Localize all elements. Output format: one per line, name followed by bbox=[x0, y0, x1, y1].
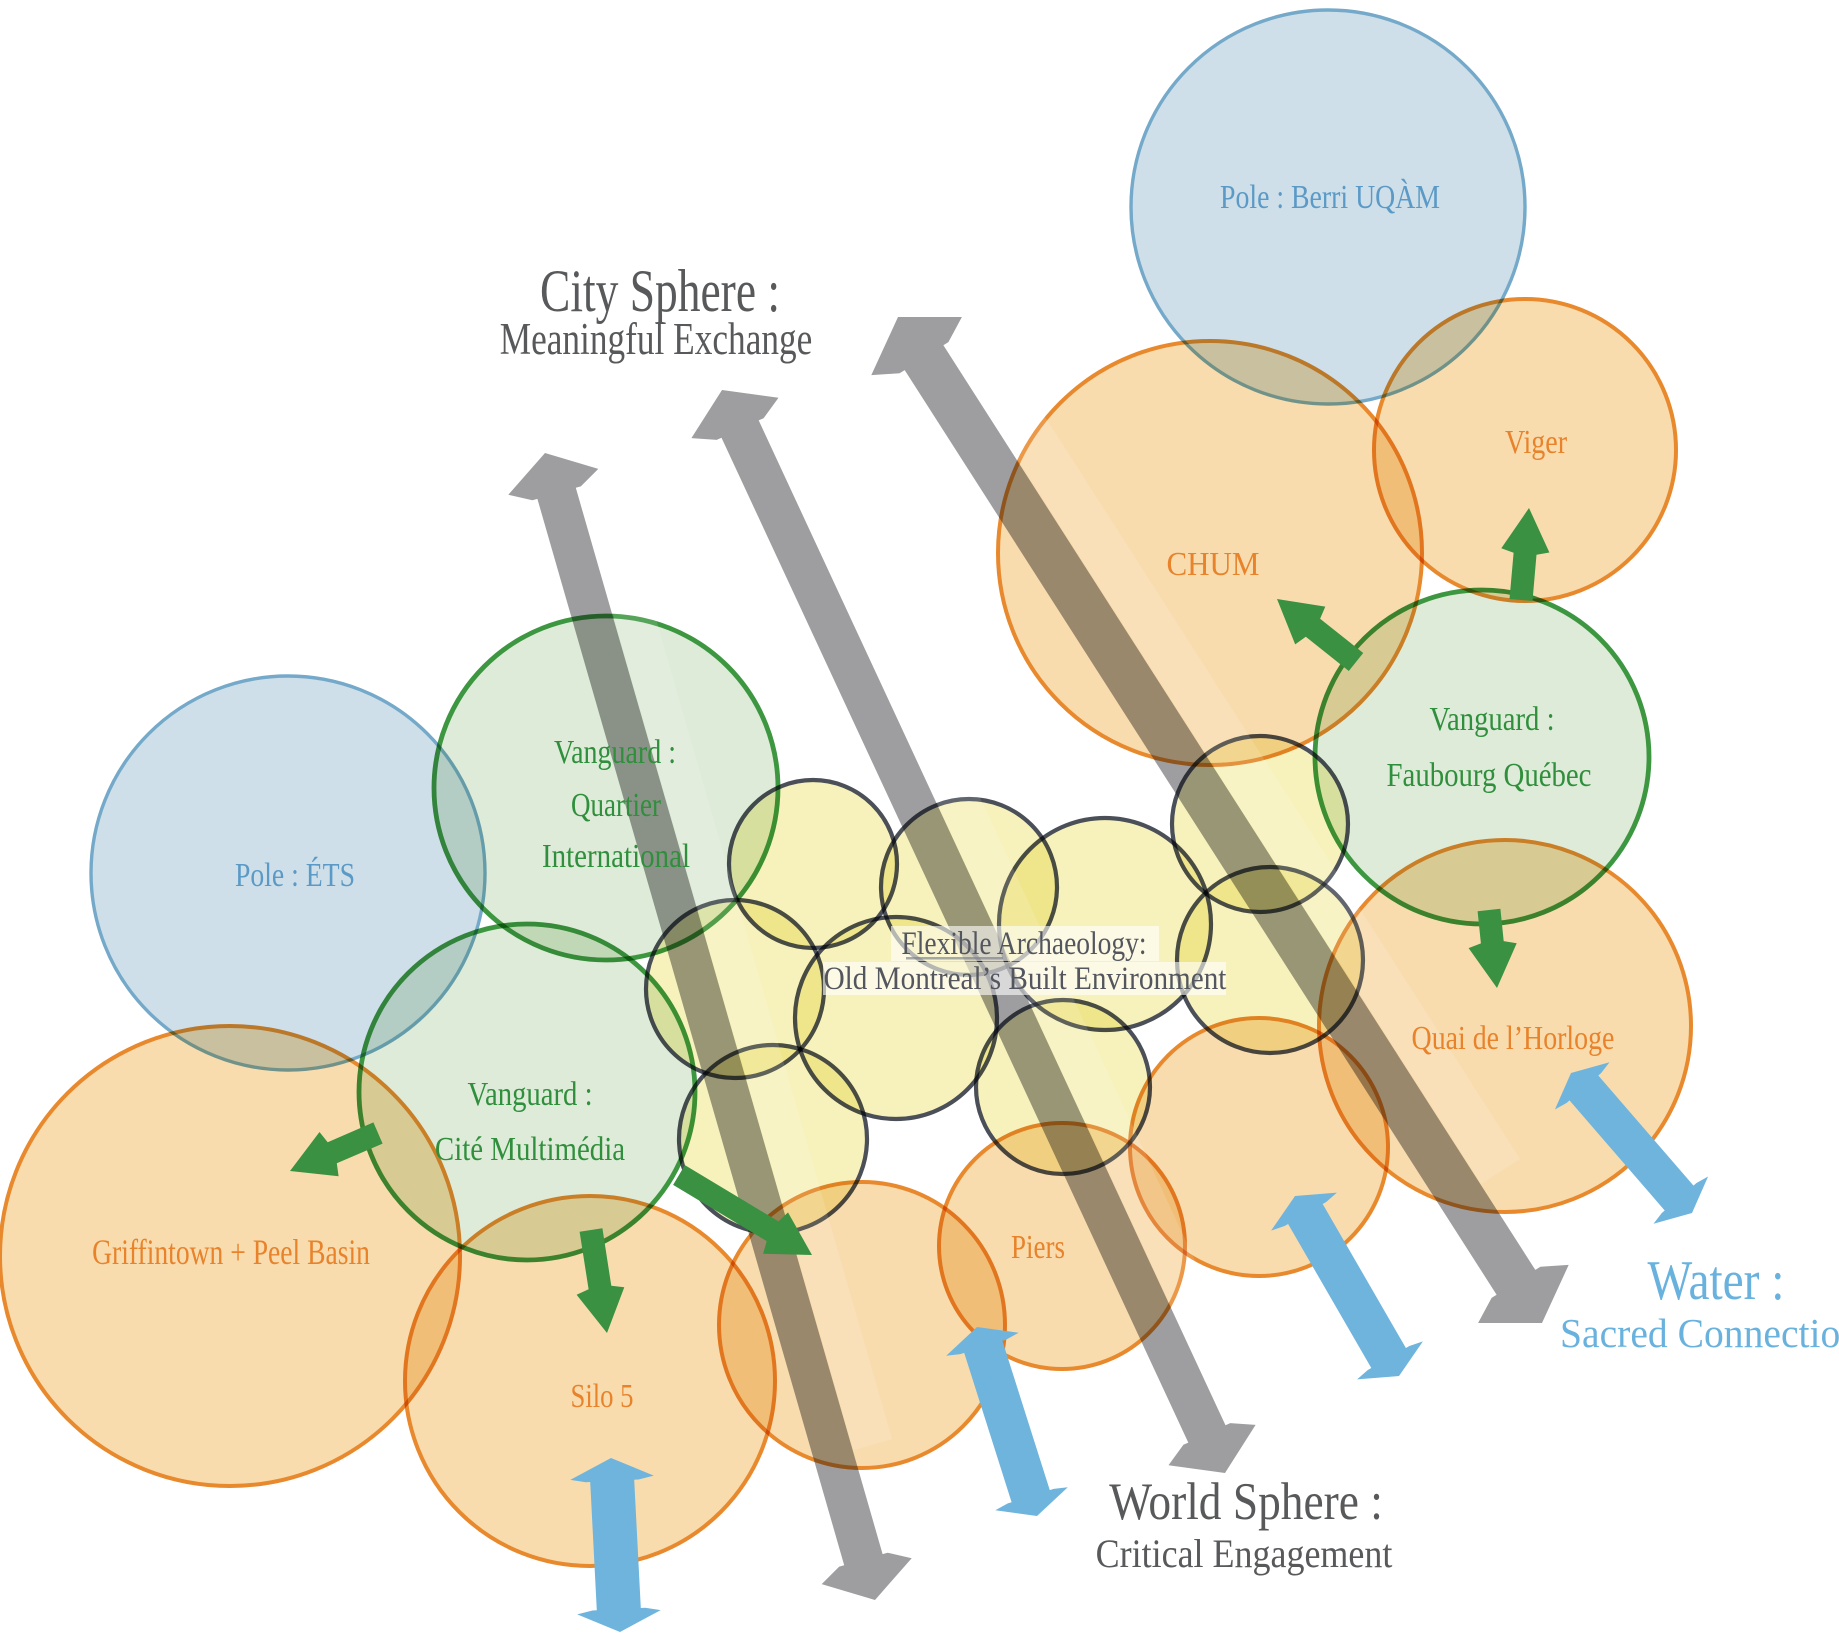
svg-text:Quartier: Quartier bbox=[571, 786, 661, 824]
svg-text:Vanguard :: Vanguard : bbox=[1429, 700, 1554, 738]
svg-text:City Sphere :: City Sphere : bbox=[540, 258, 780, 325]
svg-text:Sacred Connection: Sacred Connection bbox=[1560, 1310, 1839, 1356]
svg-text:Vanguard :: Vanguard : bbox=[554, 732, 676, 770]
svg-text:Piers: Piers bbox=[1011, 1228, 1065, 1266]
svg-text:Faubourg Québec: Faubourg Québec bbox=[1387, 756, 1592, 794]
svg-text:Quai de l’Horloge: Quai de l’Horloge bbox=[1412, 1018, 1615, 1056]
svg-text:Meaningful Exchange: Meaningful Exchange bbox=[500, 314, 813, 364]
svg-text:Critical Engagement: Critical Engagement bbox=[1096, 1532, 1393, 1576]
svg-text:Pole : ÉTS: Pole : ÉTS bbox=[235, 855, 355, 893]
svg-text:Silo 5: Silo 5 bbox=[570, 1377, 633, 1415]
svg-text:Griffintown + Peel Basin: Griffintown + Peel Basin bbox=[92, 1231, 370, 1272]
svg-text:World Sphere :: World Sphere : bbox=[1109, 1472, 1383, 1531]
svg-text:Cité Multimédia: Cité Multimédia bbox=[435, 1130, 625, 1168]
svg-text:Viger: Viger bbox=[1505, 422, 1568, 460]
svg-text:Flexible Archaeology:: Flexible Archaeology: bbox=[901, 926, 1146, 962]
svg-text:CHUM: CHUM bbox=[1166, 546, 1259, 584]
svg-text:Pole : Berri UQÀM: Pole : Berri UQÀM bbox=[1220, 177, 1440, 215]
svg-text:Vanguard :: Vanguard : bbox=[467, 1075, 592, 1113]
svg-text:Water :: Water : bbox=[1648, 1250, 1785, 1311]
svg-text:Old Montreal’s Built Environme: Old Montreal’s Built Environment bbox=[824, 961, 1227, 997]
svg-text:International: International bbox=[542, 837, 690, 875]
